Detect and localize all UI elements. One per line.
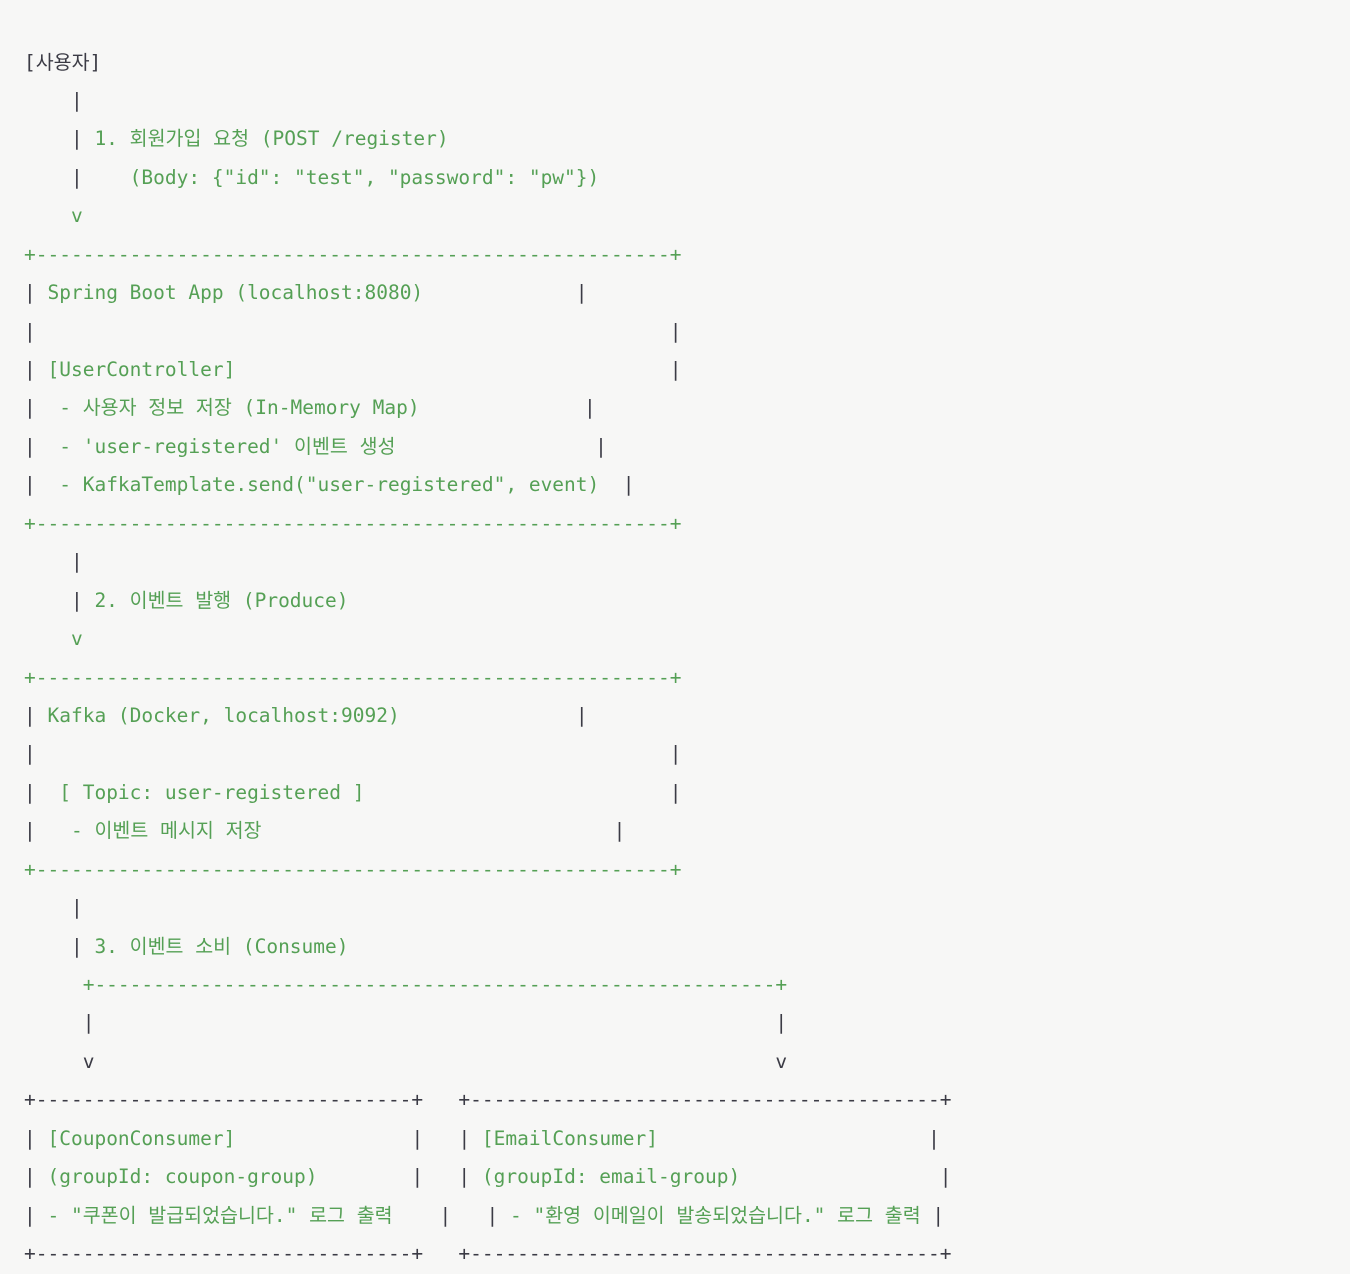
arrow-pipe: | xyxy=(24,550,83,574)
kafka-box-section: | [ Topic: user-registered ] | xyxy=(24,780,682,804)
app-box-bottom: +---------------------------------------… xyxy=(24,511,682,535)
step-1-label: | 1. 회원가입 요청 (POST /register) xyxy=(24,127,449,151)
consumer-boxes-top: +--------------------------------+ +----… xyxy=(24,1088,952,1112)
arrow-head: v xyxy=(24,627,83,651)
app-box-item-1: | - 사용자 정보 저장 (In-Memory Map) | xyxy=(24,396,596,420)
app-box-blank: | | xyxy=(24,319,682,343)
arrow-pipe: | xyxy=(24,896,83,920)
consumer-boxes-item: | - "쿠폰이 발급되었습니다." 로그 출력 | | - "환영 이메일이 … xyxy=(24,1203,945,1227)
app-box-section: | [UserController] | xyxy=(24,358,682,381)
step-2-label: | 2. 이벤트 발행 (Produce) xyxy=(24,588,349,612)
actor-label: [사용자] xyxy=(24,50,102,74)
fork-rule: +---------------------------------------… xyxy=(24,973,788,996)
kafka-box-item-1: | - 이벤트 메시지 저장 | xyxy=(24,819,626,843)
kafka-box-blank: | | xyxy=(24,742,682,766)
consumer-boxes-title: | [CouponConsumer] | | [EmailConsumer] | xyxy=(24,1126,940,1150)
arrow-pipe: | xyxy=(24,88,83,112)
kafka-box-top: +---------------------------------------… xyxy=(24,665,682,689)
step-1-body: | (Body: {"id": "test", "password": "pw"… xyxy=(24,165,600,189)
kafka-box-title: | Kafka (Docker, localhost:9092) | xyxy=(24,703,588,727)
consumer-boxes-bottom: +--------------------------------+ +----… xyxy=(24,1242,952,1266)
fork-arrow-heads: v v xyxy=(24,1049,788,1073)
app-box-item-2: | - 'user-registered' 이벤트 생성 | xyxy=(24,434,607,458)
step-3-label: | 3. 이벤트 소비 (Consume) xyxy=(24,934,349,958)
ascii-architecture-diagram: [사용자] | | 1. 회원가입 요청 (POST /register) | … xyxy=(0,20,952,1274)
arrow-head: v xyxy=(24,204,83,228)
app-box-title: | Spring Boot App (localhost:8080) | xyxy=(24,281,588,305)
app-box-top: +---------------------------------------… xyxy=(24,242,682,266)
fork-pipes: | | xyxy=(24,1011,788,1035)
app-box-item-3: | - KafkaTemplate.send("user-registered"… xyxy=(24,473,635,497)
consumer-boxes-group: | (groupId: coupon-group) | | (groupId: … xyxy=(24,1165,952,1189)
kafka-box-bottom: +---------------------------------------… xyxy=(24,857,682,881)
